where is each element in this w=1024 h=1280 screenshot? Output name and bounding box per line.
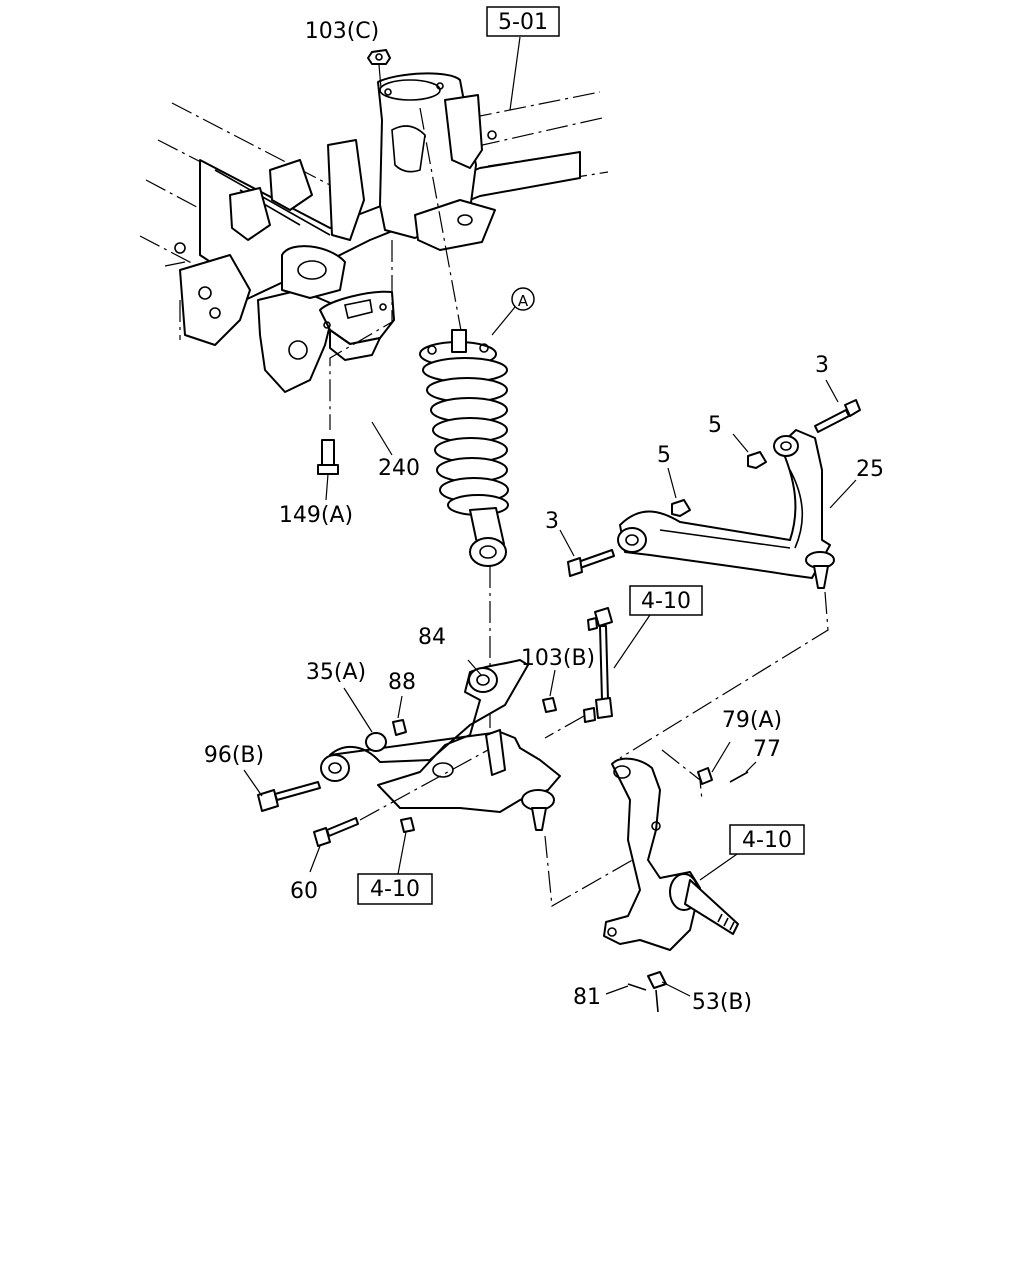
label-88: 88: [388, 670, 416, 695]
ref-stabilizer-label: 4-10: [641, 589, 691, 614]
nut-103c: [367, 49, 391, 89]
label-5-lower: 5: [657, 443, 671, 468]
label-81: 81: [573, 985, 601, 1010]
ref-box-knuckle: 4-10: [729, 824, 805, 855]
label-circle-a: A: [518, 292, 529, 310]
shock-coil-assembly: [419, 107, 535, 760]
upper-control-arm-25: [617, 429, 857, 759]
label-96b: 96(B): [204, 743, 264, 768]
bracket-guide-line: [329, 240, 393, 430]
ref-box-frame: 5-01: [486, 6, 560, 111]
label-60: 60: [290, 879, 318, 904]
label-3-upper: 3: [815, 353, 829, 378]
ref-frame-label: 5-01: [498, 10, 548, 35]
ref-box-lower: 4-10: [357, 873, 433, 905]
stabilizer-link: [544, 607, 653, 739]
cotter-pin-77: [729, 761, 757, 783]
nut-103b: [542, 669, 557, 713]
nut-53b: [647, 971, 691, 1013]
label-25: 25: [856, 457, 884, 482]
bolt-3-upper: [814, 379, 861, 433]
nut-5-upper: [732, 433, 767, 469]
chassis-frame: [139, 72, 609, 393]
bolt-96b: [243, 769, 321, 812]
label-79a: 79(A): [722, 708, 782, 733]
label-35a: 35(A): [306, 660, 366, 685]
nut-5-lower: [667, 467, 691, 517]
lower-control-arm: [320, 659, 637, 907]
label-5-upper: 5: [708, 413, 722, 438]
label-240: 240: [378, 456, 420, 481]
label-3-lower: 3: [545, 509, 559, 534]
ref-lower-label: 4-10: [370, 877, 420, 902]
label-84: 84: [418, 625, 446, 650]
label-103c: 103(C): [305, 19, 380, 44]
ref-knuckle-label: 4-10: [742, 828, 792, 853]
washer-35a: [343, 687, 387, 752]
cotter-pin-81: [605, 983, 647, 995]
bolt-3-lower: [559, 529, 615, 577]
bolt-149a: [317, 439, 339, 501]
label-149a: 149(A): [279, 503, 353, 528]
nut-79a: [697, 741, 731, 785]
ref-box-stabilizer: 4-10: [629, 585, 703, 616]
steering-knuckle: [603, 749, 741, 951]
nut-lower-arm: [397, 817, 415, 875]
bolt-60: [309, 749, 489, 873]
bracket-240: [319, 290, 395, 456]
label-103b: 103(B): [521, 646, 595, 671]
nut-88: [392, 695, 407, 736]
label-53b: 53(B): [692, 990, 752, 1015]
label-77: 77: [753, 737, 781, 762]
